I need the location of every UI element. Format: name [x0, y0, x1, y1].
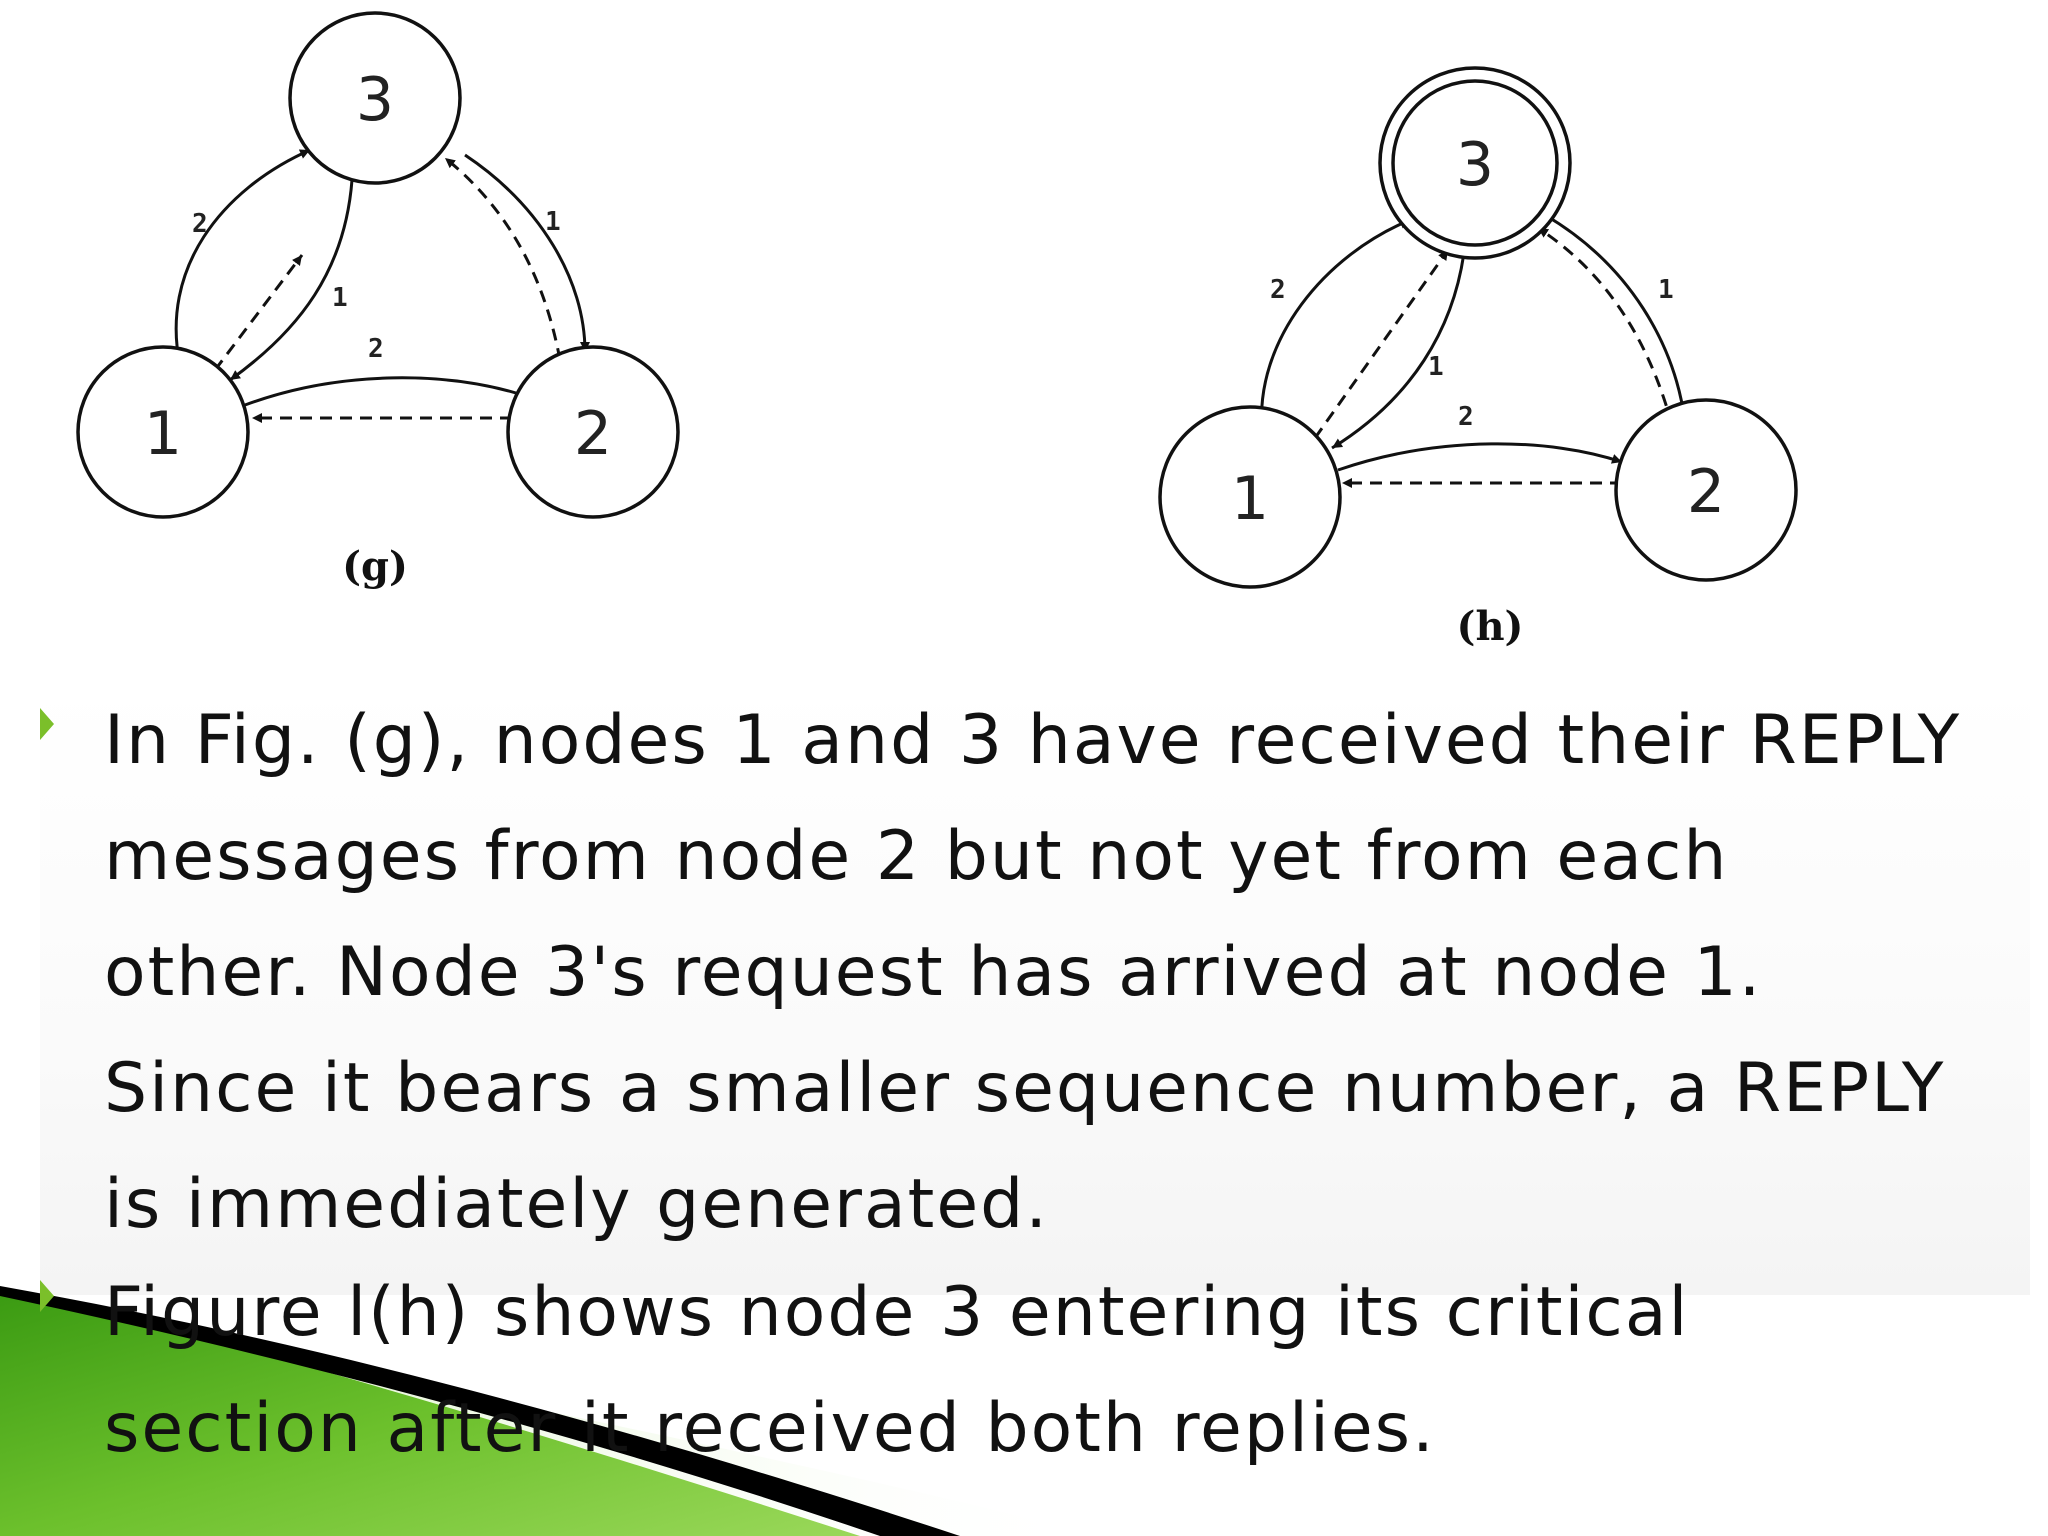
bullet-1-line-4: Since it bears a smaller sequence number… — [104, 1049, 1946, 1128]
node-2-circle — [506, 345, 680, 519]
edge-label-3-to-2: 1 — [545, 207, 561, 237]
edge-1-to-3 — [174, 148, 311, 366]
edge-dash-2-to-3 — [1537, 226, 1674, 426]
node-3-label: 3 — [1456, 130, 1494, 200]
edge-label-3-to-2: 1 — [1658, 275, 1674, 305]
bullet-1-line-1: In Fig. (g), nodes 1 and 3 have received… — [104, 701, 1962, 780]
figure-g: 3 1 2 2 1 1 2 (g) — [76, 11, 680, 590]
figure-h-caption: (h) — [1457, 603, 1524, 650]
bullet-2-line-2: section after it received both replies. — [104, 1389, 1436, 1468]
edge-label-3-to-1: 1 — [1428, 352, 1444, 382]
edge-dash-1-to-3 — [1313, 249, 1450, 439]
edge-label-1-to-3: 2 — [1270, 275, 1286, 305]
edge-1-to-2 — [244, 376, 533, 407]
edge-label-1-to-2: 2 — [368, 334, 384, 364]
edge-3-to-2 — [464, 153, 590, 353]
node-2-label: 2 — [574, 399, 612, 469]
node-2-circle — [1614, 398, 1798, 582]
edge-1-to-3 — [1260, 218, 1411, 431]
node-2-label: 2 — [1687, 457, 1725, 527]
node-1-circle — [1158, 405, 1342, 589]
bullet-2-line-1: Figure l(h) shows node 3 entering its cr… — [104, 1273, 1690, 1352]
node-1-circle — [76, 345, 250, 519]
text-panel-background — [40, 685, 2030, 1295]
black-swoosh — [0, 1286, 960, 1536]
bullet-1-line-3: other. Node 3's request has arrived at n… — [104, 933, 1763, 1012]
node-1-label: 1 — [1231, 464, 1269, 534]
green-wave — [0, 1290, 860, 1536]
node-3-circle — [288, 11, 462, 185]
node-3-label: 3 — [356, 65, 394, 135]
edge-label-3-to-1: 1 — [332, 283, 348, 313]
bullet-2-text: Figure l(h) shows node 3 entering its cr… — [104, 1255, 2034, 1487]
edge-label-1-to-2: 2 — [1458, 402, 1474, 432]
edge-dash-1-to-3 — [213, 254, 304, 371]
bullet-arrow-icon — [40, 1280, 54, 1312]
edge-1-to-2 — [1337, 442, 1623, 472]
node-1-label: 1 — [144, 399, 182, 469]
edge-3-to-2 — [1544, 213, 1689, 423]
edge-dash-2-to-3 — [444, 156, 562, 361]
bullet-item-1: In Fig. (g), nodes 1 and 3 have received… — [40, 683, 2020, 1263]
figure-g-caption: (g) — [342, 543, 408, 590]
edge-3-to-1 — [229, 179, 354, 382]
figure-h: 3 1 2 2 1 1 2 (h) — [1158, 66, 1798, 650]
bullet-1-text: In Fig. (g), nodes 1 and 3 have received… — [104, 683, 2034, 1263]
node-3-circle — [1391, 79, 1559, 247]
bullet-1-line-5: is immediately generated. — [104, 1165, 1049, 1244]
bullet-item-2: Figure l(h) shows node 3 entering its cr… — [40, 1263, 2020, 1503]
bullet-1-line-2: messages from node 2 but not yet from ea… — [104, 817, 1729, 896]
edge-3-to-1 — [1331, 244, 1467, 450]
bullet-arrow-icon — [40, 708, 54, 740]
edge-label-1-to-3: 2 — [192, 209, 208, 239]
